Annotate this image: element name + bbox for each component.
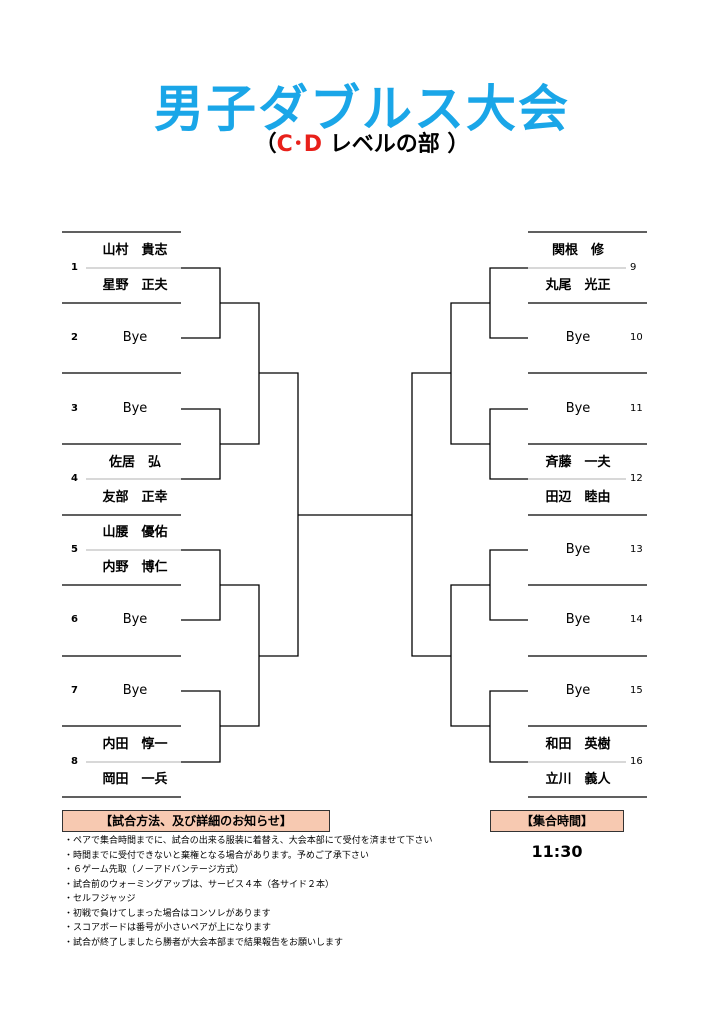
assembly-time-value: 11:30: [531, 842, 583, 861]
left-entry-6-number: 6: [71, 614, 78, 625]
left-entry-4-player-1: 佐居 弘: [108, 455, 161, 470]
right-entry-14-player: Bye: [565, 612, 591, 627]
right-entry-11-player: Bye: [565, 401, 591, 416]
left-entry-5-number: 5: [71, 544, 78, 555]
left-entry-2-player: Bye: [122, 330, 148, 345]
left-entry-4-number: 4: [71, 473, 78, 484]
subtitle-level: C･D: [276, 132, 323, 157]
subtitle-rest: レベルの部 ）: [322, 132, 470, 157]
subtitle-open: （: [254, 132, 277, 157]
left-entry-3-player: Bye: [122, 401, 148, 416]
left-entry-2-number: 2: [71, 332, 78, 343]
notice-list: ・ペアで集合時間までに、試合の出来る服装に着替え、大会本部にて受付を済ませて下さ…: [64, 834, 432, 950]
left-entry-8-player-2: 岡田 一兵: [102, 772, 168, 787]
notice-item: ・セルフジャッジ: [64, 894, 136, 904]
notice-item: ・試合が終了しましたら勝者が大会本部まで結果報告をお願いします: [64, 937, 344, 948]
assembly-time-heading: 【集合時間】: [490, 810, 624, 832]
left-entry-5-player-1: 山腰 優佑: [102, 525, 168, 540]
right-entry-12-number: 12: [630, 473, 643, 484]
left-entry-3-number: 3: [71, 403, 78, 414]
right-entry-16-player-1: 和田 英樹: [545, 737, 611, 752]
left-entry-6-player: Bye: [122, 612, 148, 627]
right-entry-9-player-1: 関根 修: [551, 243, 604, 258]
right-entry-9-number: 9: [630, 262, 637, 273]
left-entry-1-number: 1: [71, 262, 78, 273]
left-entry-4-player-2: 友部 正幸: [102, 490, 168, 505]
right-entry-14-number: 14: [630, 614, 643, 625]
page-title: 男子ダブルス大会: [154, 80, 570, 138]
right-entry-15-player: Bye: [565, 683, 591, 698]
notice-item: ・ペアで集合時間までに、試合の出来る服装に着替え、大会本部にて受付を済ませて下さ…: [64, 836, 433, 846]
left-entry-1-player-1: 山村 貴志: [102, 243, 168, 258]
page-subtitle: （C･D レベルの部 ）: [0, 130, 724, 160]
notice-heading: 【試合方法、及び詳細のお知らせ】: [62, 810, 330, 832]
right-entry-10-player: Bye: [565, 330, 591, 345]
left-entry-8-number: 8: [71, 756, 78, 767]
right-entry-13-player: Bye: [565, 542, 591, 557]
right-entry-11-number: 11: [630, 403, 643, 414]
right-entry-12-player-1: 斉藤 一夫: [545, 455, 611, 470]
right-entry-12-player-2: 田辺 睦由: [545, 490, 611, 505]
notice-item: ・スコアボードは番号が小さいペアが上になります: [64, 923, 272, 933]
left-entry-8-player-1: 内田 惇一: [102, 737, 168, 752]
left-entry-5-player-2: 内野 博仁: [102, 560, 168, 575]
right-entry-16-player-2: 立川 義人: [545, 772, 611, 787]
right-entry-15-number: 15: [630, 685, 643, 696]
right-entry-10-number: 10: [630, 332, 643, 343]
right-entry-13-number: 13: [630, 544, 643, 555]
right-entry-16-number: 16: [630, 756, 643, 767]
left-entry-7-player: Bye: [122, 683, 148, 698]
notice-item: ・６ゲーム先取（ノーアドバンテージ方式）: [64, 865, 244, 875]
left-entry-1-player-2: 星野 正夫: [102, 278, 168, 293]
right-entry-9-player-2: 丸尾 光正: [545, 278, 611, 293]
notice-item: ・試合前のウォーミングアップは、サービス４本（各サイド２本）: [64, 879, 335, 890]
notice-item: ・初戦で負けてしまった場合はコンソレがあります: [64, 908, 271, 919]
left-entry-7-number: 7: [71, 685, 78, 696]
notice-item: ・時間までに受付できないと棄権となる場合があります。予めご了承下さい: [64, 850, 369, 861]
